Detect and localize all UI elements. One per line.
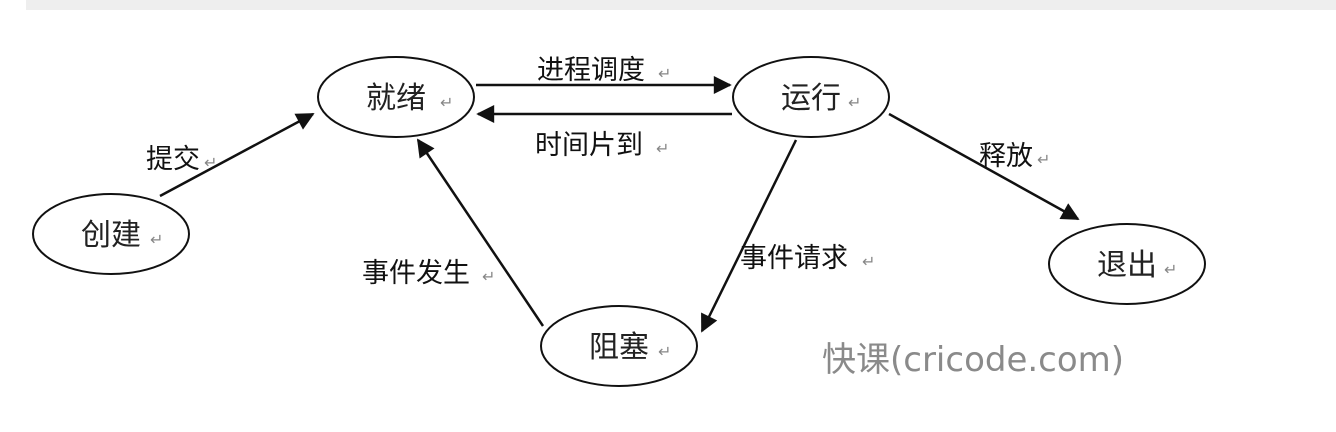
paragraph-mark: ↵ — [482, 267, 495, 286]
paragraph-mark: ↵ — [204, 153, 217, 172]
paragraph-mark: ↵ — [440, 93, 453, 112]
edge-event-request-label: 事件请求 — [740, 243, 848, 274]
paragraph-mark: ↵ — [1037, 150, 1050, 169]
edge-release-label: 释放 — [979, 141, 1033, 172]
paragraph-mark: ↵ — [862, 252, 875, 271]
paragraph-mark: ↵ — [656, 139, 669, 158]
node-ready-label: 就绪 — [366, 81, 426, 116]
node-create: 创建 ↵ — [32, 193, 190, 275]
node-blocked: 阻塞 ↵ — [540, 305, 698, 387]
node-running: 运行 ↵ — [732, 56, 890, 138]
node-exit: 退出 ↵ — [1048, 223, 1206, 305]
node-create-ellipse — [32, 193, 190, 275]
edge-submit-label: 提交 — [146, 144, 200, 175]
edge-timeslice-label: 时间片到 — [535, 130, 643, 161]
node-blocked-label: 阻塞 — [589, 330, 649, 365]
node-ready: 就绪 ↵ — [317, 56, 475, 138]
paragraph-mark: ↵ — [1164, 260, 1177, 279]
edge-event-occur-label: 事件发生 — [362, 258, 470, 289]
top-bar — [26, 0, 1336, 10]
paragraph-mark: ↵ — [658, 64, 671, 83]
node-running-label: 运行 — [781, 81, 841, 116]
edge-event-occur-arrow — [416, 138, 545, 327]
node-exit-label: 退出 — [1097, 248, 1157, 283]
node-blocked-ellipse — [540, 305, 698, 387]
node-exit-ellipse — [1048, 223, 1206, 305]
node-create-label: 创建 — [81, 218, 141, 253]
edge-schedule-label: 进程调度 — [537, 55, 645, 86]
edge-submit-arrow — [159, 112, 315, 198]
paragraph-mark: ↵ — [150, 230, 163, 249]
node-running-ellipse — [732, 56, 890, 138]
edge-event-request-arrow — [700, 139, 798, 333]
paragraph-mark: ↵ — [658, 342, 671, 361]
node-ready-ellipse — [317, 56, 475, 138]
edge-release-arrow — [888, 112, 1080, 221]
paragraph-mark: ↵ — [848, 93, 861, 112]
watermark: 快课(cricode.com) — [822, 340, 1124, 380]
